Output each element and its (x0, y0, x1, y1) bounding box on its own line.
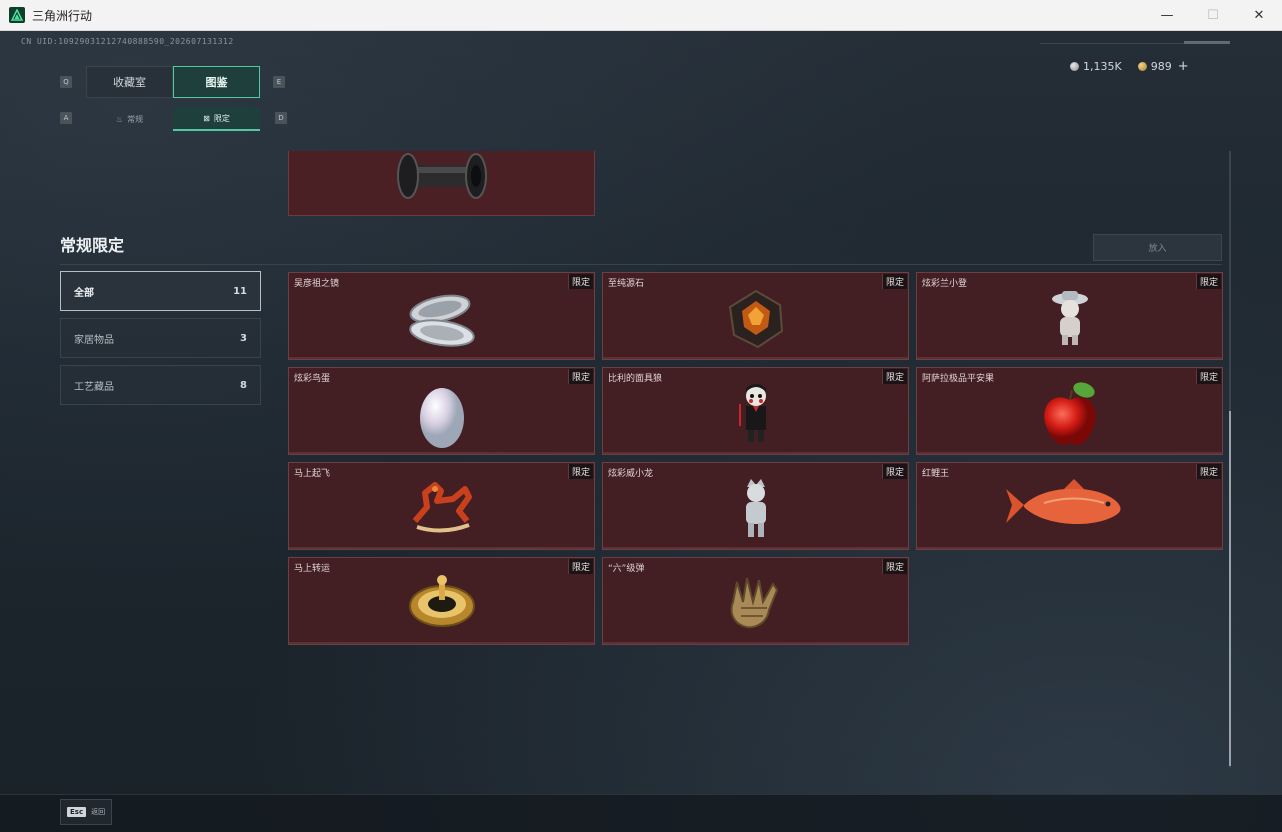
limited-tag: 限定 (1195, 464, 1221, 479)
app-logo-icon (9, 7, 25, 23)
pearl-egg-icon (419, 388, 464, 448)
tab-regular-label: 常规 (127, 114, 144, 124)
item-card[interactable]: “六”级弹 限定 (602, 557, 909, 645)
category-label: 工艺藏品 (74, 381, 114, 393)
item-card-partial[interactable] (288, 151, 595, 216)
scrollbar[interactable] (1229, 151, 1231, 768)
item-name: 阿萨拉极品平安果 (922, 374, 995, 384)
category-crafts[interactable]: 工艺藏品 8 (60, 365, 261, 405)
limited-tag: 限定 (1195, 274, 1221, 289)
item-name: 至纯源石 (608, 279, 645, 289)
category-count: 11 (233, 285, 247, 297)
item-name: 马上起飞 (294, 469, 331, 479)
item-name: “六”级弹 (608, 564, 645, 574)
item-card[interactable]: 炫彩鸟蛋 限定 (288, 367, 595, 455)
category-label: 家居物品 (74, 334, 114, 346)
item-card[interactable]: 马上起飞 限定 (288, 462, 595, 550)
key-hint-a: A (60, 112, 72, 124)
bottom-bar (0, 794, 1282, 832)
limited-tag: 限定 (567, 369, 593, 384)
import-button[interactable]: 放入 (1093, 234, 1222, 261)
item-name: 红鲤王 (922, 469, 950, 479)
category-count: 3 (240, 332, 247, 344)
mirror-compact-icon (408, 294, 475, 347)
limited-tag: 限定 (567, 274, 593, 289)
item-name: 炫彩鸟蛋 (294, 374, 331, 384)
limited-tag: 限定 (567, 464, 593, 479)
maximize-button[interactable]: ☐ (1207, 8, 1219, 23)
item-name: 炫彩兰小登 (922, 279, 968, 289)
horse-statue-icon (412, 482, 472, 533)
user-uid: CN UID:10929031212740888590_202607131312 (21, 37, 234, 46)
gold-hand-icon (729, 577, 778, 629)
red-apple-icon (1043, 382, 1096, 445)
limited-tag: 限定 (881, 274, 907, 289)
item-card[interactable]: 红鲤王 限定 (916, 462, 1223, 550)
main-tabs: 收藏室 图鉴 (86, 66, 260, 98)
section-divider (60, 264, 1222, 265)
category-count: 8 (240, 379, 247, 391)
silver-amount: 1,135K (1083, 60, 1122, 73)
category-label: 全部 (74, 287, 94, 299)
window-title: 三角洲行动 (32, 8, 93, 23)
currency-display: 1,135K 989 + (1070, 59, 1189, 74)
item-card[interactable]: 吴彦祖之镜 限定 (288, 272, 595, 360)
tab-catalog[interactable]: 图鉴 (173, 66, 260, 98)
key-hint-e: E (273, 76, 285, 88)
limited-tag: 限定 (881, 559, 907, 574)
item-card[interactable]: 比利的面具狼 限定 (602, 367, 909, 455)
limited-tag: 限定 (567, 559, 593, 574)
item-name: 炫彩威小龙 (608, 469, 654, 479)
item-name: 比利的面具狼 (608, 374, 663, 384)
gold-currency: 989 + (1137, 59, 1189, 74)
item-name: 马上转运 (294, 564, 331, 574)
silver-currency: 1,135K (1070, 60, 1122, 73)
sub-tabs: ♨ 常规 ⊠ 限定 (86, 107, 260, 131)
category-all[interactable]: 全部 11 (60, 271, 261, 311)
key-hint-q: Q (60, 76, 72, 88)
section-title: 常规限定 (60, 236, 125, 255)
item-card[interactable]: 炫彩威小龙 限定 (602, 462, 909, 550)
limited-tag: 限定 (881, 369, 907, 384)
item-card[interactable]: 马上转运 限定 (288, 557, 595, 645)
header-divider (1040, 43, 1230, 44)
tab-regular[interactable]: ♨ 常规 (86, 107, 173, 131)
tab-limited[interactable]: ⊠ 限定 (173, 107, 260, 131)
tab-limited-label: 限定 (213, 113, 230, 123)
item-card[interactable]: 炫彩兰小登 限定 (916, 272, 1223, 360)
window-titlebar: 三角洲行动 — ☐ ✕ (0, 0, 1282, 31)
category-list: 全部 11 家居物品 3 工艺藏品 8 (60, 271, 261, 412)
category-home-items[interactable]: 家居物品 3 (60, 318, 261, 358)
silver-coin-icon (1070, 62, 1079, 71)
scrollbar-thumb[interactable] (1229, 411, 1231, 766)
limited-icon: ⊠ (203, 113, 210, 123)
back-button[interactable]: Esc 返回 (60, 799, 113, 825)
gold-coin-icon (1137, 62, 1147, 71)
limited-tag: 限定 (1195, 369, 1221, 384)
header-accent-bar (1184, 41, 1230, 44)
limited-tag: 限定 (881, 464, 907, 479)
gold-compass-icon (408, 575, 475, 627)
key-hint-d: D (275, 112, 287, 124)
minimize-button[interactable]: — (1160, 8, 1174, 23)
silver-figure-icon (745, 479, 766, 537)
item-grid-scroll[interactable]: 吴彦祖之镜 限定 至纯源石 限定 炫彩兰小登 (288, 151, 1224, 791)
source-stone-icon (728, 289, 783, 349)
esc-key-hint: Esc (67, 807, 87, 817)
back-label: 返回 (91, 808, 106, 816)
game-viewport: CN UID:10929031212740888590_202607131312… (0, 31, 1282, 832)
close-button[interactable]: ✕ (1253, 8, 1265, 23)
red-carp-icon (1005, 479, 1120, 525)
figure-hat-icon (1051, 291, 1088, 345)
item-name: 吴彦祖之镜 (294, 279, 340, 289)
item-card[interactable]: 阿萨拉极品平安果 限定 (916, 367, 1223, 455)
gold-amount: 989 (1150, 60, 1172, 73)
tab-collection-room[interactable]: 收藏室 (86, 66, 173, 98)
item-card[interactable]: 至纯源石 限定 (602, 272, 909, 360)
add-currency-button[interactable]: + (1177, 59, 1189, 74)
spool-roller-icon (396, 153, 487, 199)
flame-icon: ♨ (115, 114, 124, 124)
puppet-doll-icon (738, 384, 766, 442)
